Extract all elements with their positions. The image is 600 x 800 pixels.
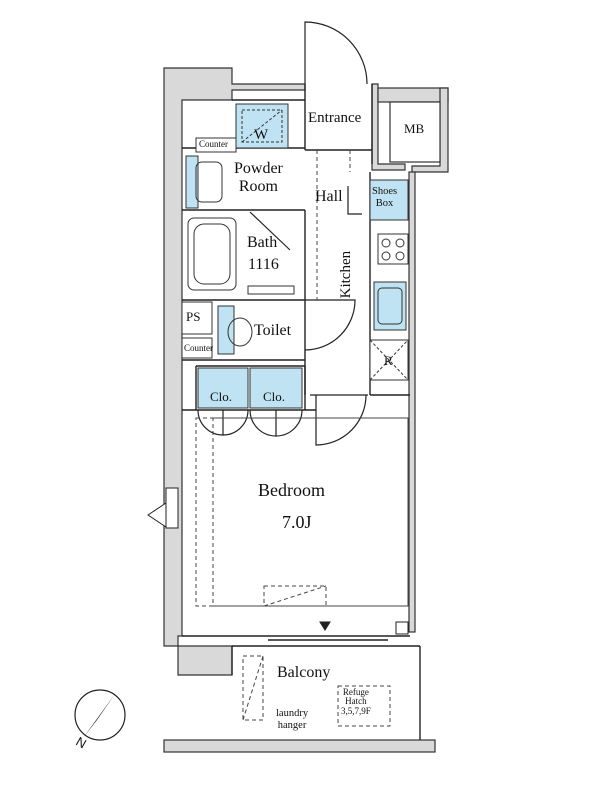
refuge-hatch-label: Refuge Hatch 3,5,7,9F — [341, 687, 371, 716]
compass — [74, 689, 126, 741]
counter-toilet — [181, 337, 213, 359]
kitchen-sink — [373, 281, 407, 331]
shoes-box — [369, 179, 409, 221]
mb-closet — [389, 101, 441, 163]
powder-room-label: Powder Room — [234, 160, 283, 196]
counter-label: Counter — [199, 139, 228, 149]
closet-left-label: Clo. — [210, 389, 233, 404]
doors — [197, 21, 368, 446]
balcony-label: Balcony — [277, 664, 331, 681]
ps-label: PS — [186, 309, 201, 324]
laundry-hanger-label: laundry hanger — [276, 708, 309, 732]
closet-left — [197, 367, 249, 409]
refrigerator-label: R — [384, 353, 393, 368]
bedroom-label: Bedroom — [258, 480, 325, 500]
shoes-box-label: Shoes Box — [372, 186, 398, 210]
closet-right-label: Clo. — [263, 389, 286, 404]
closet-right — [249, 367, 303, 409]
washer-label: W — [254, 127, 269, 143]
counter-bottom-label: Counter — [184, 343, 213, 353]
hall-label: Hall — [315, 188, 343, 205]
ps-shaft — [181, 301, 213, 335]
toilet-label: Toilet — [254, 322, 292, 339]
kitchen-label: Kitchen — [338, 250, 355, 299]
bath-size-label: 1116 — [248, 256, 279, 273]
bath-label: Bath — [247, 234, 278, 251]
bedroom-size-label: 7.0J — [282, 512, 312, 532]
mb-label: MB — [404, 121, 425, 136]
walls — [163, 67, 449, 753]
entrance-label: Entrance — [308, 110, 362, 126]
